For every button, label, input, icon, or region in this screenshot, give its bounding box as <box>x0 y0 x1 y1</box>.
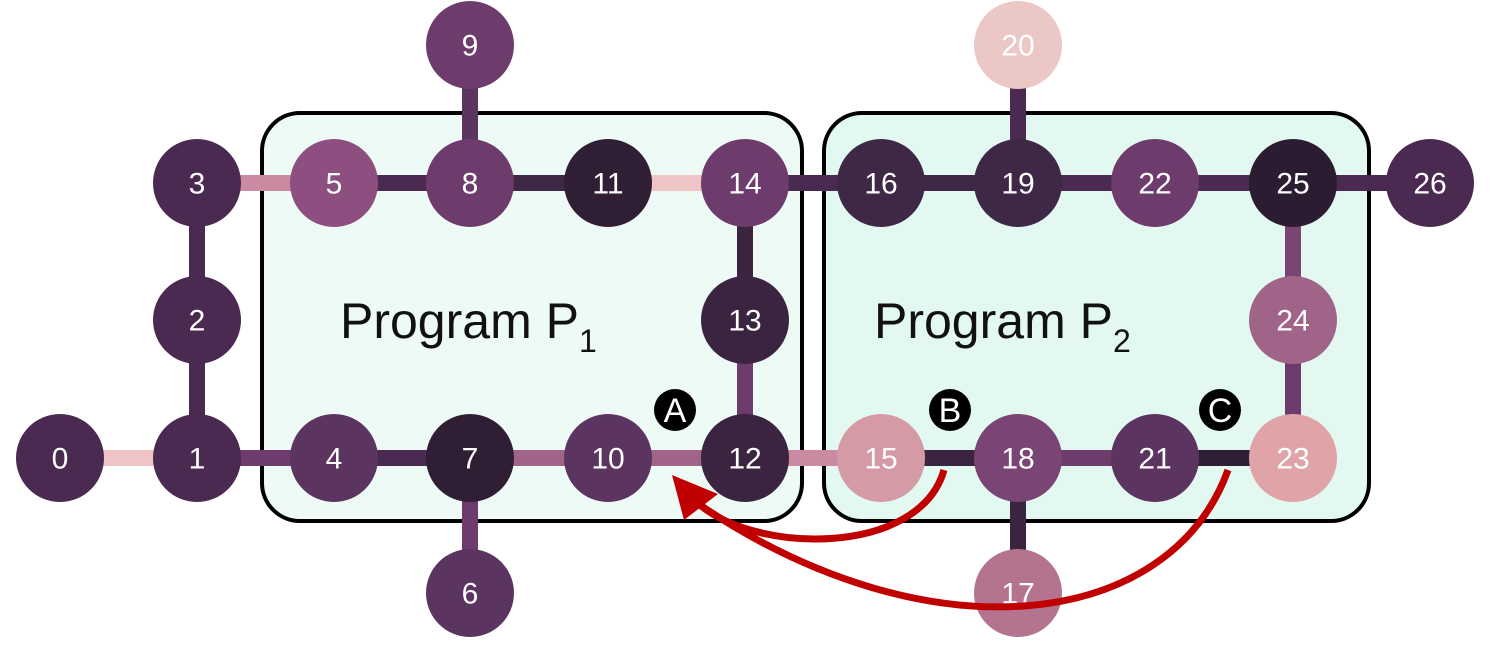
qubit-node-4: 4 <box>290 414 378 502</box>
arrow-c-to-a <box>698 468 1232 611</box>
qubit-node-label: 25 <box>1276 168 1309 201</box>
qubit-node-9: 9 <box>426 1 514 89</box>
qubit-node-circle <box>16 414 104 502</box>
qubit-node-23: 23 <box>1249 414 1337 502</box>
qubit-node-label: 12 <box>728 443 761 476</box>
qubit-node-circle <box>564 414 652 502</box>
qubit-node-label: 9 <box>462 30 479 63</box>
qubit-node-16: 16 <box>837 139 925 227</box>
marker-b-label: B <box>939 392 962 430</box>
qubit-node-label: 7 <box>462 443 479 476</box>
qubit-node-label: 0 <box>52 443 69 476</box>
qubit-node-circle <box>701 139 789 227</box>
qubit-node-circle <box>1249 414 1337 502</box>
qubit-node-10: 10 <box>564 414 652 502</box>
marker-a-label: A <box>664 392 687 430</box>
qubit-node-14: 14 <box>701 139 789 227</box>
qubit-node-20: 20 <box>974 1 1062 89</box>
qubit-node-0: 0 <box>16 414 104 502</box>
qubit-node-label: 11 <box>592 168 623 201</box>
qubit-node-circle <box>1111 414 1199 502</box>
qubit-node-2: 2 <box>153 276 241 364</box>
qubit-node-circle <box>974 139 1062 227</box>
qubit-node-circle <box>1249 139 1337 227</box>
qubit-node-circle <box>1386 139 1474 227</box>
qubit-node-label: 21 <box>1138 443 1171 476</box>
qubit-node-label: 15 <box>864 443 897 476</box>
qubit-node-label: 16 <box>864 168 897 201</box>
marker-b: B <box>929 389 971 431</box>
arrowhead-a <box>672 475 718 520</box>
qubit-node-circle <box>974 549 1062 637</box>
qubit-node-circle <box>290 414 378 502</box>
qubit-node-label: 1 <box>189 443 206 476</box>
qubit-node-18: 18 <box>974 414 1062 502</box>
qubit-node-label: 6 <box>462 578 479 611</box>
qubit-node-circle <box>153 276 241 364</box>
qubit-node-1: 1 <box>153 414 241 502</box>
qubit-node-21: 21 <box>1111 414 1199 502</box>
qubit-node-label: 8 <box>462 168 479 201</box>
qubit-node-label: 5 <box>326 168 343 201</box>
qubit-node-5: 5 <box>290 139 378 227</box>
qubit-node-label: 14 <box>728 168 761 201</box>
qubit-node-label: 22 <box>1138 168 1171 201</box>
qubit-node-8: 8 <box>426 139 514 227</box>
qubit-node-label: 24 <box>1276 305 1309 338</box>
qubit-node-circle <box>153 414 241 502</box>
qubit-node-24: 24 <box>1249 276 1337 364</box>
qubit-node-19: 19 <box>974 139 1062 227</box>
qubit-node-label: 20 <box>1001 30 1034 63</box>
qubit-node-7: 7 <box>426 414 514 502</box>
qubit-node-label: 4 <box>326 443 343 476</box>
qubit-node-circle <box>837 139 925 227</box>
qubit-node-label: 13 <box>728 305 761 338</box>
qubit-node-circle <box>426 1 514 89</box>
qubit-node-circle <box>564 139 652 227</box>
qubit-node-label: 18 <box>1001 443 1034 476</box>
mapping-arrows <box>672 468 1232 611</box>
program-p2-label-sub: 2 <box>1113 323 1131 359</box>
qubit-node-label: 2 <box>189 305 206 338</box>
qubit-node-6: 6 <box>426 549 514 637</box>
program-p1-label: Program P1 <box>340 293 597 359</box>
qubit-node-circle <box>290 139 378 227</box>
qubit-node-17: 17 <box>974 549 1062 637</box>
qubit-node-25: 25 <box>1249 139 1337 227</box>
qubit-node-circle <box>1249 276 1337 364</box>
position-markers: A B C <box>654 389 1241 431</box>
marker-c: C <box>1199 389 1241 431</box>
qubit-node-circle <box>974 414 1062 502</box>
marker-c-label: C <box>1208 392 1233 430</box>
program-p1-label-sub: 1 <box>579 323 597 359</box>
qubit-node-15: 15 <box>837 414 925 502</box>
qubit-node-label: 3 <box>189 168 206 201</box>
qubit-node-13: 13 <box>701 276 789 364</box>
qubit-node-circle <box>153 139 241 227</box>
qubit-node-12: 12 <box>701 414 789 502</box>
qubit-node-circle <box>974 1 1062 89</box>
program-p1-label-text: Program P <box>340 293 579 349</box>
qubit-node-circle <box>426 414 514 502</box>
qubit-node-circle <box>1111 139 1199 227</box>
qubit-node-3: 3 <box>153 139 241 227</box>
program-p2-label-text: Program P <box>874 293 1113 349</box>
qubit-node-label: 26 <box>1413 168 1446 201</box>
qubit-node-26: 26 <box>1386 139 1474 227</box>
program-p2-label: Program P2 <box>874 293 1131 359</box>
qubit-node-circle <box>837 414 925 502</box>
qubit-node-11: 11 <box>564 139 652 227</box>
qubit-node-circle <box>701 414 789 502</box>
qubit-node-circle <box>426 139 514 227</box>
qubit-node-label: 10 <box>591 443 624 476</box>
qubit-node-circle <box>426 549 514 637</box>
qubit-node-label: 19 <box>1001 168 1034 201</box>
qubit-node-circle <box>701 276 789 364</box>
marker-a: A <box>654 389 696 431</box>
qubit-node-label: 23 <box>1276 443 1309 476</box>
qubit-node-22: 22 <box>1111 139 1199 227</box>
